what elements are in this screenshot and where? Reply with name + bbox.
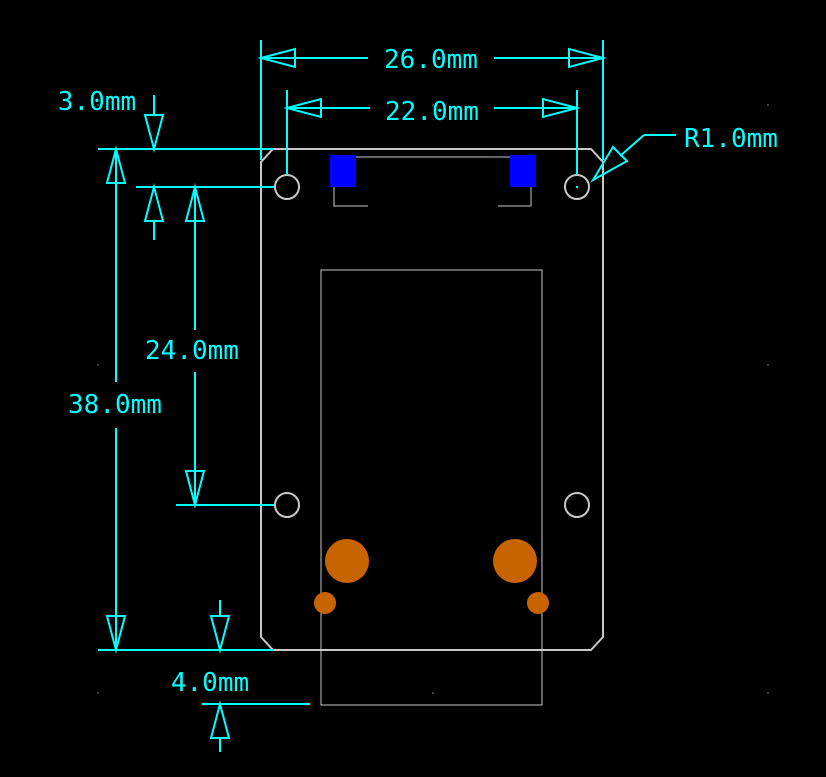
dim-hole-spacing-x bbox=[283, 90, 581, 175]
hole-center-marker bbox=[575, 185, 579, 189]
label-hole-spacing-y: 24.0mm bbox=[145, 336, 239, 366]
dim-overall-width bbox=[257, 40, 607, 160]
board-outline bbox=[260, 148, 604, 651]
connector-outline bbox=[333, 156, 532, 207]
label-overall-height: 38.0mm bbox=[68, 390, 162, 420]
label-edge-to-hole-y: 3.0mm bbox=[58, 87, 136, 117]
small-pad-left bbox=[314, 592, 336, 614]
blue-pad-right bbox=[510, 155, 536, 187]
label-overhang: 4.0mm bbox=[171, 668, 249, 698]
dim-corner-radius-leader bbox=[590, 134, 676, 183]
large-pad-left bbox=[325, 539, 369, 583]
grid-dots bbox=[97, 104, 769, 694]
small-pad-right bbox=[527, 592, 549, 614]
dim-overhang bbox=[209, 600, 231, 752]
blue-pad-left bbox=[330, 155, 356, 187]
dim-hole-spacing-y bbox=[184, 183, 206, 509]
large-pad-right bbox=[493, 539, 537, 583]
dim-overall-height bbox=[105, 145, 127, 654]
module-outline bbox=[320, 269, 543, 706]
label-corner-radius: R1.0mm bbox=[684, 124, 778, 154]
mounting-hole-bottom-left bbox=[274, 492, 300, 518]
label-hole-spacing-x: 22.0mm bbox=[385, 97, 479, 127]
mounting-hole-bottom-right bbox=[564, 492, 590, 518]
mounting-hole-top-left bbox=[274, 174, 300, 200]
dim-edge-to-hole-y bbox=[143, 95, 165, 240]
label-overall-width: 26.0mm bbox=[384, 45, 478, 75]
